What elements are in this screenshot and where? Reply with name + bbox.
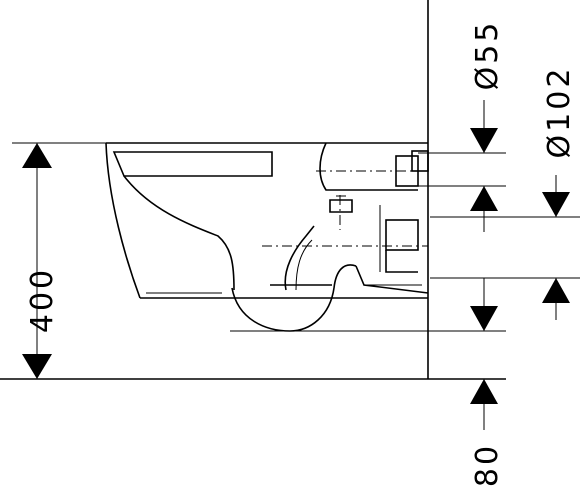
- dimension-drain-102-label: Ø102: [542, 66, 577, 159]
- dimension-outlet-55-label: Ø55: [470, 20, 505, 91]
- dimension-outlet-55: [470, 100, 498, 232]
- dimension-80: [470, 278, 498, 430]
- toilet-bowl-outline: [105, 142, 506, 332]
- dimension-400-label: 400: [25, 267, 60, 333]
- dimension-400: [12, 143, 52, 380]
- mounting-hardware: [329, 150, 429, 273]
- dimension-80-label: 80: [470, 443, 505, 487]
- dimension-drain-102: [542, 175, 570, 320]
- extension-lines: [12, 142, 580, 279]
